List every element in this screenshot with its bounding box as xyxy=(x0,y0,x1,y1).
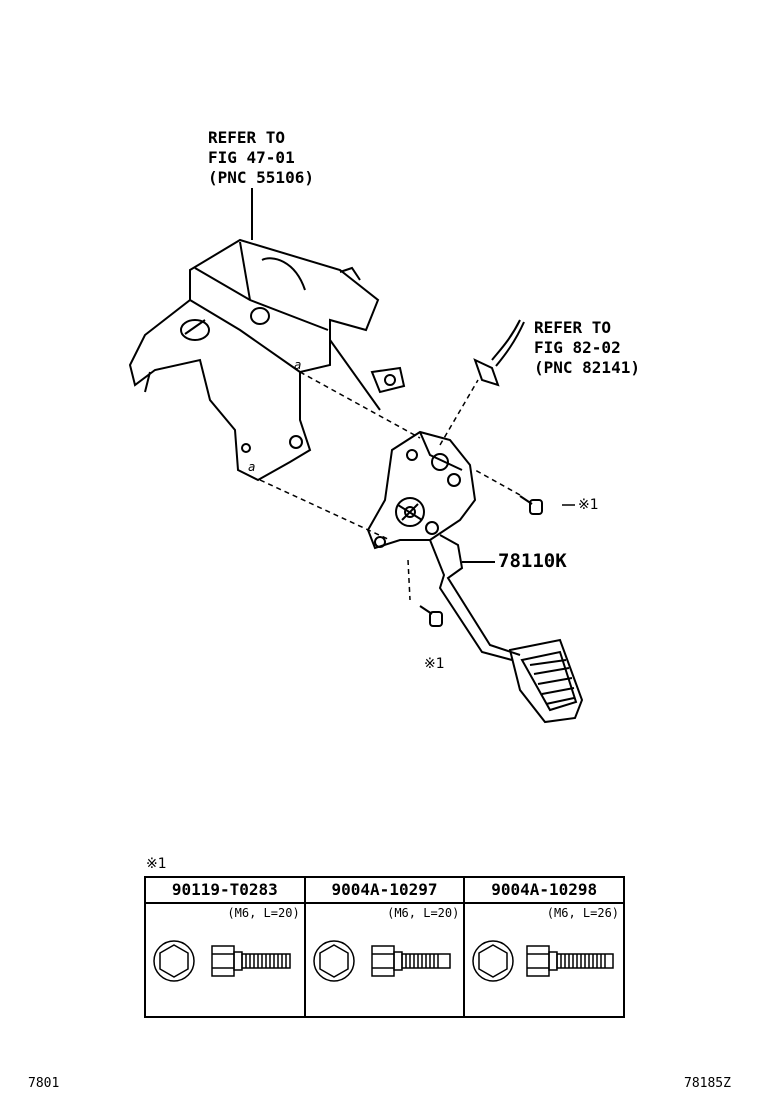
footer-figure-code: 78185Z xyxy=(684,1076,731,1091)
fastener-part-number: 9004A-10297 xyxy=(305,878,464,904)
fastener-column: 9004A-10298 (M6, L=26) xyxy=(463,878,624,1016)
footer-page-code: 7801 xyxy=(28,1076,60,1091)
fastener-part-number: 9004A-10298 xyxy=(465,878,624,904)
fastener-part-number: 90119-T0283 xyxy=(146,878,304,904)
fastener-column: 90119-T0283 (M6, L=20) xyxy=(146,878,304,1016)
side-ref-line2: FIG 82-02 xyxy=(534,338,621,357)
fastener-spec: (M6, L=20) xyxy=(227,906,300,920)
bolt-icon xyxy=(312,940,451,982)
sensor-connector xyxy=(473,319,525,387)
pedal-bracket xyxy=(128,238,406,482)
top-ref-line1: REFER TO xyxy=(208,128,286,147)
note-mark-upper: ※1 xyxy=(578,497,599,513)
part-number-label: 78110K xyxy=(498,550,567,572)
fastener-spec: (M6, L=20) xyxy=(387,906,460,920)
fastener-column: 9004A-10297 (M6, L=20) xyxy=(303,878,464,1016)
note-mark-lower: ※1 xyxy=(424,656,445,672)
top-ref-line3: (PNC 55106) xyxy=(208,168,314,187)
alpha-mark-lower: a xyxy=(248,460,256,474)
screw-upper xyxy=(519,495,543,515)
accelerator-pedal-module xyxy=(366,430,584,724)
side-ref-line3: (PNC 82141) xyxy=(534,358,640,377)
bolt-icon xyxy=(472,940,615,982)
screw-lower xyxy=(419,605,443,627)
alpha-mark-upper: a xyxy=(294,358,302,372)
side-ref-line1: REFER TO xyxy=(534,318,612,337)
fastener-spec: (M6, L=26) xyxy=(546,906,620,920)
top-ref-line2: FIG 47-01 xyxy=(208,148,295,167)
table-note-mark: ※1 xyxy=(146,856,167,872)
fastener-table: 90119-T0283 (M6, L=20) 9004A-10297 (M6, … xyxy=(144,876,625,1018)
bolt-icon xyxy=(153,940,291,982)
